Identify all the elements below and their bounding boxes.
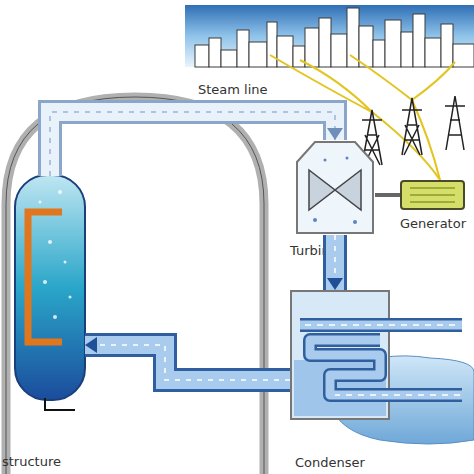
reactor-vessel [15, 175, 85, 400]
turbine-shaft [375, 195, 400, 196]
cooling-water-loop [300, 325, 462, 395]
pipe-wall [85, 345, 290, 380]
reactor-core-loop [28, 212, 62, 342]
generator-box-outline [400, 180, 465, 210]
turbine-box [297, 142, 373, 233]
arrow-head [327, 278, 343, 290]
component-label: Condenser [295, 455, 365, 471]
steam-drops [313, 157, 357, 225]
pipe-wall [50, 112, 335, 176]
pipe-connector [50, 112, 343, 176]
arrow-head [327, 128, 343, 140]
shaft-line [375, 193, 400, 197]
feedwater-valve [144, 336, 162, 354]
containment-outline [6, 97, 264, 474]
transmission-towers [362, 96, 465, 165]
containment-dome [6, 97, 264, 474]
steam-bubbles [39, 190, 72, 319]
turbine-rotor [309, 170, 361, 210]
pipe-connector [327, 235, 343, 290]
generator-box: Generator [400, 180, 465, 210]
arrow-head [85, 337, 97, 353]
scale-bracket [45, 398, 75, 410]
pipe-wall [323, 235, 347, 290]
flow-dashes [334, 235, 336, 290]
pipe-label: Steam line [198, 82, 268, 98]
generator-body [401, 181, 464, 209]
component-label: Turbine [290, 243, 338, 259]
flow-dashes [85, 345, 290, 380]
turbine-housing: Turbine [295, 140, 375, 235]
turbine-housing-outline [295, 140, 375, 235]
flow-dashes [50, 112, 335, 176]
sky-band [185, 5, 474, 67]
component-label: Generator [400, 216, 466, 232]
pipe-fluid [326, 235, 344, 290]
generator-lines [410, 188, 455, 202]
pipe-connector [85, 337, 290, 380]
pipe-fluid [50, 112, 335, 176]
component-label: structure [2, 454, 61, 470]
containment-structure-outline [0, 92, 270, 474]
containment-structure: structure [0, 92, 270, 474]
pipe-fluid [85, 345, 290, 380]
city-skyline [195, 8, 474, 67]
